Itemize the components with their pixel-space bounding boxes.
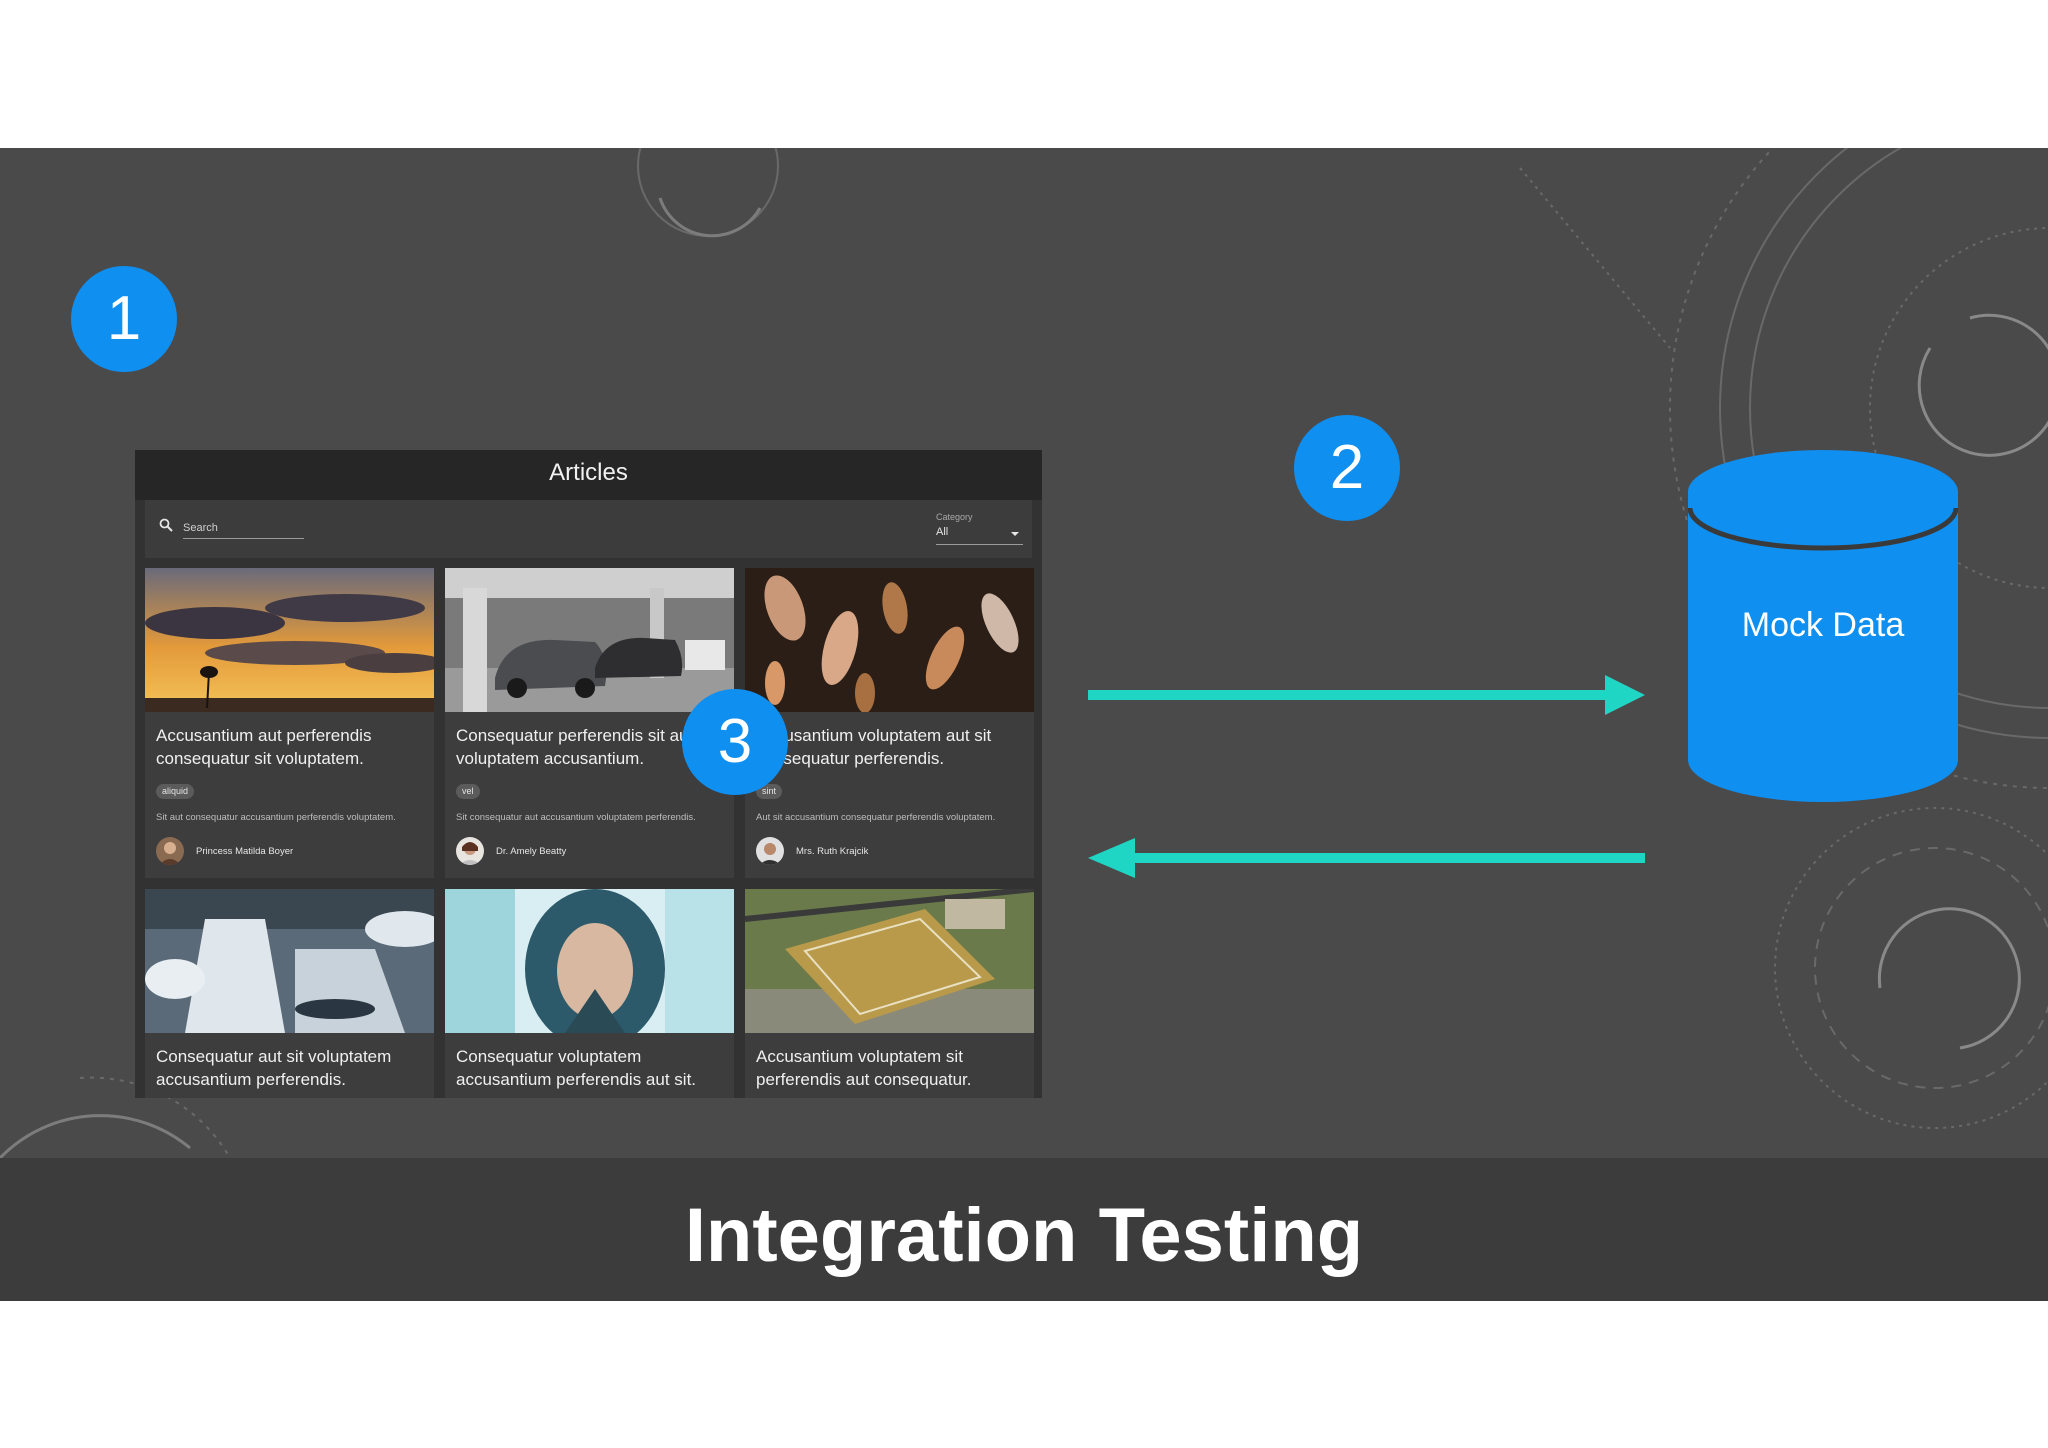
- waterfall-image: [145, 889, 434, 1033]
- article-title[interactable]: Consequatur perferendis sit aut voluptat…: [456, 726, 694, 768]
- koi-fish-image: [745, 568, 1034, 712]
- article-description: Sit consequatur aut accusantium voluptat…: [456, 812, 696, 823]
- chevron-down-icon: [1011, 532, 1019, 536]
- category-value: All: [936, 526, 949, 538]
- article-card[interactable]: Consequatur voluptatem accusantium perfe…: [445, 889, 734, 1098]
- arrow-left-icon: [1088, 838, 1135, 878]
- decorative-dial-graphics: [0, 148, 2048, 1158]
- slide-caption: Integration Testing: [684, 1193, 1364, 1278]
- category-select[interactable]: All: [936, 526, 1023, 545]
- avatar: [456, 837, 484, 865]
- author-name: Princess Matilda Boyer: [196, 846, 294, 857]
- step-badge-3: 3: [682, 689, 788, 795]
- avatar: [156, 837, 184, 865]
- article-title[interactable]: Consequatur aut sit voluptatem accusanti…: [156, 1047, 392, 1089]
- step-badge-2: 2: [1294, 415, 1400, 521]
- tag-chip[interactable]: aliquid: [156, 784, 195, 799]
- articles-app: Articles Category All: [135, 450, 1042, 1098]
- step-badge-1: 1: [71, 266, 177, 372]
- filter-bar: Category All: [145, 500, 1032, 558]
- article-card[interactable]: Accusantium aut perferendis consequatur …: [145, 568, 434, 878]
- sunset-palm-image: [145, 568, 434, 712]
- request-response-arrows: [1088, 675, 1645, 878]
- app-bar: Articles: [135, 450, 1042, 500]
- article-title[interactable]: Accusantium voluptatem aut sit consequat…: [756, 726, 992, 768]
- article-title[interactable]: Accusantium aut perferendis consequatur …: [156, 726, 372, 768]
- parking-garage-image: [445, 568, 734, 712]
- article-title[interactable]: Accusantium voluptatem sit perferendis a…: [756, 1047, 972, 1089]
- caption-bar: [0, 1158, 2048, 1301]
- author-name: Dr. Amely Beatty: [496, 846, 567, 857]
- article-description: Aut sit accusantium consequatur perferen…: [756, 812, 996, 823]
- app-title: Articles: [549, 459, 628, 486]
- article-card[interactable]: Consequatur perferendis sit aut voluptat…: [445, 568, 734, 878]
- database-label: Mock Data: [1741, 606, 1905, 644]
- article-card[interactable]: Consequatur aut sit voluptatem accusanti…: [145, 889, 434, 1098]
- woman-portrait-image: [445, 889, 734, 1033]
- database-cylinder-icon: [1688, 450, 1958, 802]
- search-input[interactable]: [183, 518, 304, 539]
- article-card[interactable]: Accusantium voluptatem sit perferendis a…: [745, 889, 1034, 1098]
- article-card[interactable]: Accusantium voluptatem aut sit consequat…: [745, 568, 1034, 878]
- category-label: Category: [936, 512, 973, 522]
- article-description: Sit aut consequatur accusantium perferen…: [156, 812, 396, 823]
- author-name: Mrs. Ruth Krajcik: [796, 846, 869, 857]
- avatar: [756, 837, 784, 865]
- tag-chip[interactable]: sint: [756, 784, 783, 799]
- tag-chip[interactable]: vel: [456, 784, 480, 799]
- slide-background: Articles Category All: [0, 148, 2048, 1158]
- article-title[interactable]: Consequatur voluptatem accusantium perfe…: [456, 1047, 697, 1089]
- arrow-right-icon: [1605, 675, 1645, 715]
- search-icon: [159, 518, 173, 532]
- aerial-construction-image: [745, 889, 1034, 1033]
